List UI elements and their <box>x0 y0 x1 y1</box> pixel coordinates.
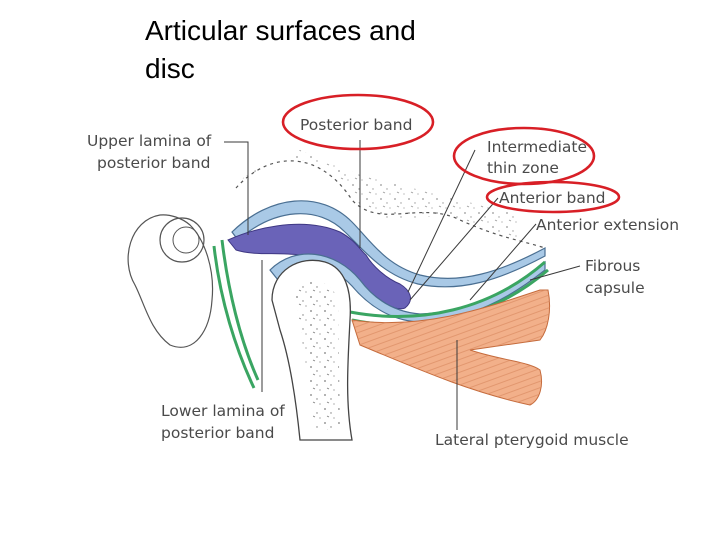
label-anterior-extension: Anterior extension <box>536 216 679 234</box>
leader-anterior-band <box>409 197 499 301</box>
label-anterior-band: Anterior band <box>499 189 606 207</box>
upper-synovial-space <box>231 200 546 288</box>
leader-intermediate <box>407 149 476 293</box>
label-lower-lamina-1: Lower lamina of <box>161 402 285 420</box>
label-lateral-pterygoid: Lateral pterygoid muscle <box>435 431 629 449</box>
label-intermediate-2: thin zone <box>487 159 559 177</box>
leader-upper-lamina <box>224 141 249 235</box>
label-upper-lamina-2: posterior band <box>97 154 210 172</box>
highlight-anterior-band <box>485 180 621 214</box>
label-intermediate-1: Intermediate <box>487 138 587 156</box>
muscle-fibers <box>352 290 550 405</box>
leader-fibrous-capsule <box>529 265 581 281</box>
fibrous-capsule <box>212 239 549 389</box>
label-lower-lamina-2: posterior band <box>161 424 274 442</box>
label-fibrous-2: capsule <box>585 279 645 297</box>
leader-anterior-extension <box>469 223 537 301</box>
external-ear-structure <box>127 214 214 348</box>
ear-canal <box>159 217 205 263</box>
ear-canal-inner <box>172 226 200 254</box>
temporal-speckle <box>240 150 520 245</box>
label-posterior-band: Posterior band <box>300 116 412 134</box>
label-fibrous-1: Fibrous <box>585 257 640 275</box>
title-line-1: Articular surfaces and <box>145 15 416 46</box>
title-line-2: disc <box>145 53 195 84</box>
label-upper-lamina-1: Upper lamina of <box>87 132 212 150</box>
slide-title: Articular surfaces and disc <box>145 12 565 88</box>
highlight-posterior-band <box>281 93 435 151</box>
condyle-speckle <box>295 280 340 430</box>
